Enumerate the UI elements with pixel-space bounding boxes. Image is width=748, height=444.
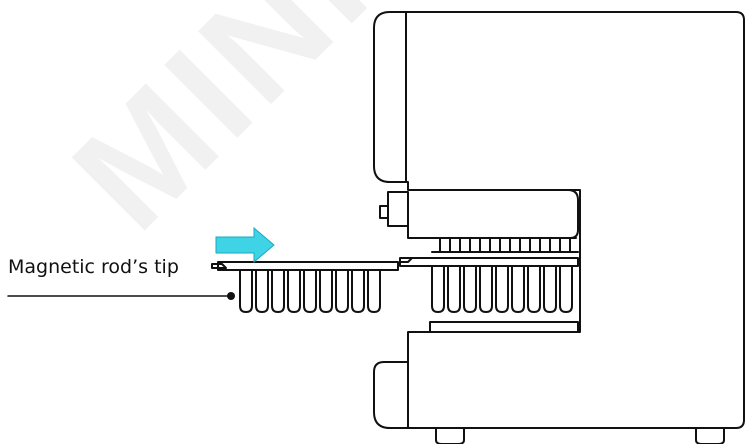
callout-label: Magnetic rod’s tip — [8, 256, 179, 278]
foot-right — [695, 427, 725, 444]
rod-cover-bar — [217, 261, 399, 271]
rod-cover-comb — [239, 269, 381, 313]
foot-left — [435, 427, 465, 444]
inner-tube-comb — [431, 265, 573, 313]
rod-cover-handle — [211, 263, 227, 269]
cavity-upper-wall — [407, 189, 579, 239]
instrument-housing — [373, 11, 745, 429]
callout-dot — [227, 292, 235, 300]
upper-head-plate — [387, 191, 409, 227]
inner-holder-clip — [399, 257, 413, 263]
arrow-right-icon — [215, 226, 275, 264]
inner-holder-bar — [399, 257, 579, 267]
inner-top-rack — [431, 237, 579, 253]
inner-bottom-tray — [429, 321, 579, 333]
head-knob — [379, 205, 389, 219]
